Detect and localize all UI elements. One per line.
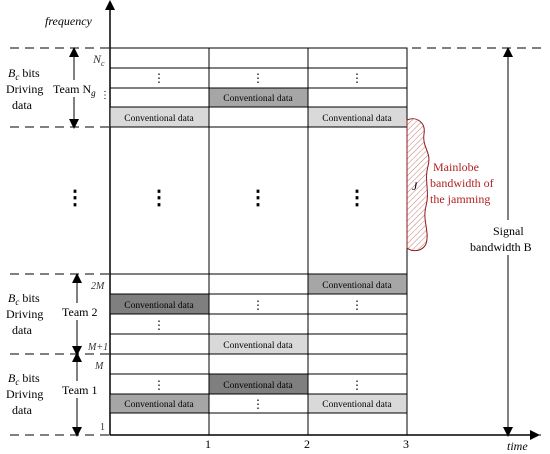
team-ng-group: Team 2Team Ng Bc bits Driving data (6, 47, 96, 129)
cell-text-t1-c2: Conventional data (223, 381, 293, 391)
vdots-large: ⋮ (347, 187, 367, 209)
jamming-text-2: bandwidth of (430, 176, 494, 190)
cell-text-top-c3: Conventional data (322, 114, 392, 124)
team-1-block: Conventional data Conventional data Conv… (109, 353, 408, 436)
cell-t2-r2-c1 (110, 294, 209, 314)
cell-top-r3-c2 (209, 88, 308, 107)
cell-text-t2-c1: Conventional data (124, 301, 194, 311)
jamming-text-3: the jamming (430, 192, 490, 206)
vdots: ⋮ (153, 378, 165, 392)
row-label-m-plus-1: M+1 (87, 342, 108, 353)
team-2-block: Conventional data Conventional data Conv… (109, 273, 408, 355)
cell-t2-r1-c3 (308, 274, 407, 294)
cell-t1-r2-c2 (209, 374, 308, 394)
team-2-group: Team 2 Bc bits Driving data (6, 273, 97, 356)
signal-bandwidth: Signal bandwidth B (470, 47, 532, 437)
y-axis-label: frequency (45, 14, 93, 28)
x-axis-label: time (507, 439, 528, 453)
row-label-m: M (94, 361, 104, 372)
jamming-region: J Mainlobe bandwidth of the jamming (406, 118, 494, 252)
row-label-2m: 2M (91, 281, 105, 292)
x-tick-2: 2 (304, 437, 310, 451)
team-ng-label: Team 2Team Ng (53, 82, 96, 98)
vdots: ⋮ (351, 298, 363, 312)
vdots-small: ⋮ (100, 90, 110, 101)
vdots: ⋮ (351, 378, 363, 392)
bits-label-t2: Bc bits (8, 291, 40, 307)
cell-t1-r3-c3 (308, 394, 407, 413)
cell-text-top-c1: Conventional data (124, 114, 194, 124)
vdots-large: ⋮ (149, 187, 169, 209)
top-team-block: Conventional data Conventional data Conv… (109, 47, 408, 128)
row-label-nc: Nc (92, 52, 105, 68)
middle-region: ⋮ ⋮ ⋮ ⋮ (65, 126, 408, 275)
data-label-top: data (12, 98, 33, 112)
signal-label-2: bandwidth B (470, 240, 532, 254)
vdots: ⋮ (153, 318, 165, 332)
team-2-label: Team 2 (62, 305, 97, 319)
cell-t1-r3-c1 (110, 394, 209, 413)
cell-t2-r4-c2 (209, 334, 308, 354)
vdots: ⋮ (252, 397, 264, 411)
vdots: ⋮ (153, 71, 165, 85)
jamming-symbol: J (412, 179, 418, 193)
bits-label-top: Bc bits (8, 66, 40, 82)
bits-label-t1: Bc bits (8, 371, 40, 387)
jamming-text-1: Mainlobe (433, 160, 479, 174)
x-tick-3: 3 (403, 437, 409, 451)
vdots-large: ⋮ (65, 187, 85, 209)
cell-text-top-c2: Conventional data (223, 94, 293, 104)
jamming-shape (406, 118, 430, 252)
row-label-1: 1 (100, 422, 105, 433)
cell-text-t2-c3: Conventional data (322, 281, 392, 291)
driving-label-t1: Driving (6, 387, 43, 401)
vdots-large: ⋮ (248, 187, 268, 209)
x-tick-1: 1 (205, 437, 211, 451)
cell-text-t1-c3: Conventional data (322, 400, 392, 410)
team-1-label: Team 1 (62, 383, 97, 397)
cell-top-r4-c1 (110, 107, 209, 127)
cell-text-t2-c2: Conventional data (223, 341, 293, 351)
vdots: ⋮ (252, 71, 264, 85)
cell-text-t1-c1: Conventional data (124, 400, 194, 410)
data-label-t2: data (12, 323, 33, 337)
team-1-group: Team 1 Bc bits Driving data (6, 352, 97, 437)
cell-top-r4-c3 (308, 107, 407, 127)
driving-label-t2: Driving (6, 307, 43, 321)
vdots: ⋮ (351, 71, 363, 85)
data-label-t1: data (12, 403, 33, 417)
signal-label-1: Signal (493, 224, 524, 238)
vdots: ⋮ (252, 298, 264, 312)
driving-label-top: Driving (6, 82, 43, 96)
